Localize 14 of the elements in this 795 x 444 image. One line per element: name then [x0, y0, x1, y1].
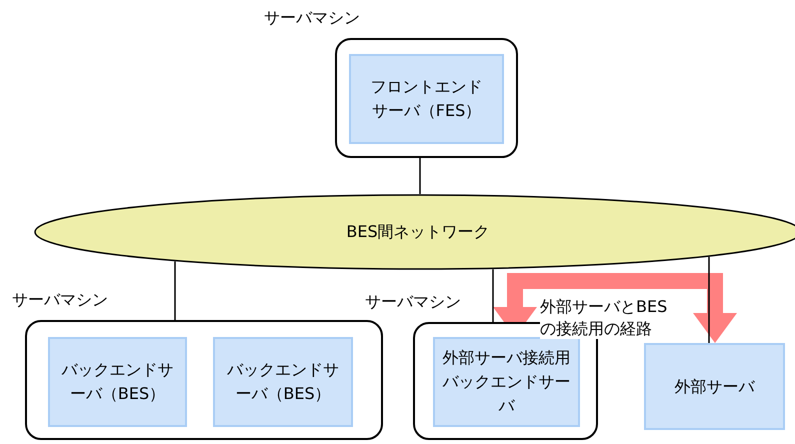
server-box: バックエンドサーバ（BES）: [213, 337, 353, 427]
route-arrow: [493, 273, 737, 343]
server-box: バックエンドサーバ（BES）: [48, 337, 187, 427]
connector-line: [492, 269, 494, 322]
machine-label: サーバマシン: [365, 292, 461, 313]
network-label: BES間ネットワーク: [345, 222, 491, 243]
server-box: フロントエンドサーバ（FES）: [349, 54, 504, 144]
machine-label: サーバマシン: [264, 8, 360, 29]
machine-label: サーバマシン: [12, 290, 108, 311]
server-box: 外部サーバ接続用バックエンドサーバ: [433, 337, 580, 427]
connector-line: [419, 158, 421, 194]
connector-line: [708, 256, 710, 343]
connector-line: [174, 261, 176, 320]
server-box: 外部サーバ: [644, 343, 785, 430]
